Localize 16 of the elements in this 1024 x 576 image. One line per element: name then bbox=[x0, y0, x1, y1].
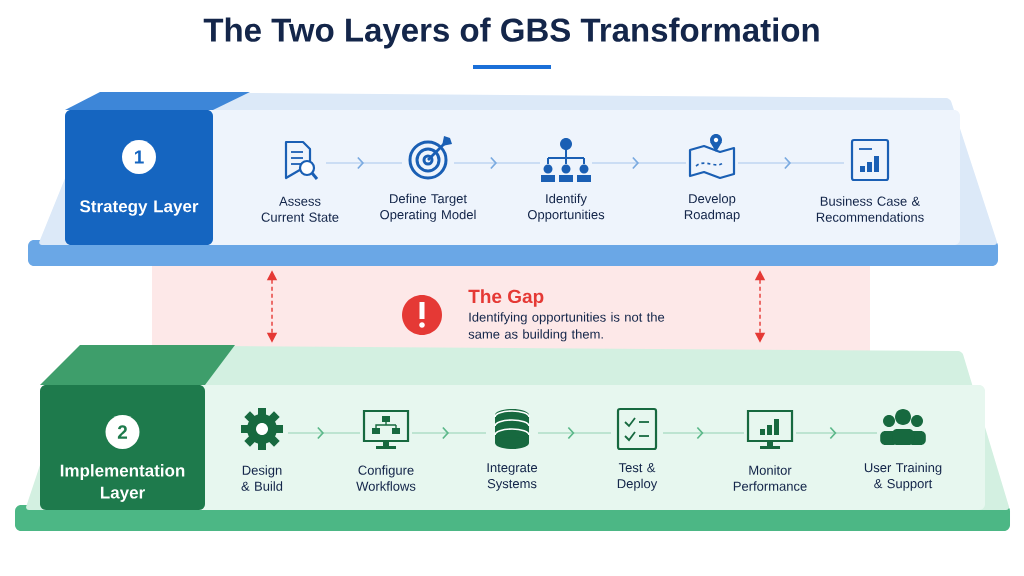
step-label: Develop Roadmap bbox=[684, 193, 740, 222]
step-label: Define Target Operating Model bbox=[380, 193, 476, 222]
step-label: Identify Opportunities bbox=[527, 193, 605, 222]
step-label: Business Case & Recommendations bbox=[816, 196, 924, 222]
gap-note: Identifying opportunities is not the same as building them. bbox=[468, 312, 665, 342]
step-label: Assess Current State bbox=[261, 196, 339, 222]
step-label: Monitor Performance bbox=[733, 465, 807, 491]
step-label: Configure Workflows bbox=[356, 465, 416, 491]
layer-tab: 1 Strategy Layer bbox=[65, 92, 250, 245]
step-label: Integrate Systems bbox=[487, 463, 538, 491]
gap-heading: The Gap bbox=[468, 289, 544, 307]
layer-tab: 2 Implementation Layer bbox=[40, 345, 235, 510]
title: The Two Layers of GBS Transformation bbox=[203, 17, 819, 49]
step-label: User Training & Support bbox=[864, 462, 942, 491]
step-label: Test & Deploy bbox=[617, 463, 658, 491]
step-label: Design & Build bbox=[241, 465, 283, 491]
